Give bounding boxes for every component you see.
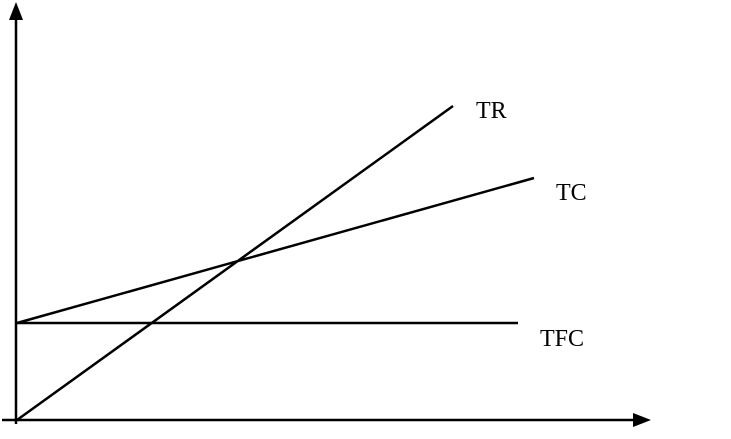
x-axis-arrowhead [633,413,651,427]
tr-line [16,104,454,422]
tc-label: TC [556,180,587,206]
y-axis-arrowhead [9,2,23,20]
tr-label: TR [476,98,507,124]
tc-line [16,176,535,325]
tfc-label: TFC [540,326,584,352]
